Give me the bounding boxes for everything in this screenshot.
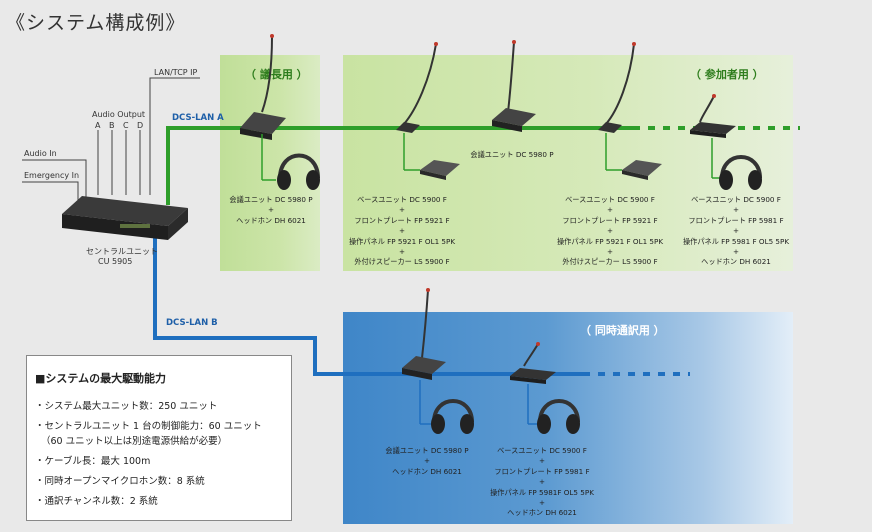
delegate-unit-3 — [690, 94, 736, 179]
lan-a-label: DCS-LAN A — [172, 113, 224, 123]
lan-b-label: DCS-LAN B — [166, 318, 218, 328]
channel-d-label: D — [137, 121, 144, 130]
channel-b-label: B — [109, 121, 115, 130]
headphone-icon-3 — [431, 399, 474, 434]
specs-box: ■システムの最大駆動能力 ・システム最大ユニット数：250 ユニット ・セントラ… — [26, 355, 292, 521]
delegate-unit-1 — [396, 42, 460, 180]
interpretation-zone-label: （ 同時通訳用 ） — [580, 324, 665, 337]
lan-tcpip-label: LAN/TCP IP — [154, 68, 198, 77]
interp-1-description: 会議ユニット DC 5980 P + ヘッドホン DH 6021 — [385, 446, 469, 476]
channel-a-label: A — [95, 121, 101, 130]
delegate-unit-2 — [598, 42, 662, 180]
interp-2-description: ベースユニット DC 5900 F + フロントプレート FP 5981 F +… — [490, 446, 594, 518]
central-unit-model: CU 5905 — [98, 257, 133, 266]
headphone-icon-2 — [719, 155, 762, 190]
page-title: 《システム構成例》 — [6, 12, 186, 34]
channel-c-label: C — [123, 121, 129, 130]
central-unit-name: セントラルユニット — [86, 247, 158, 256]
spec-item: ・ケーブル長：最大 100m — [35, 456, 151, 467]
delegate-2-description: ベースユニット DC 5900 F + フロントプレート FP 5921 F +… — [556, 195, 664, 267]
interpretation-conference-unit — [402, 288, 446, 425]
conference-unit-mid-description: 会議ユニット DC 5980 P — [470, 150, 554, 159]
chairman-zone — [220, 55, 320, 271]
spec-item: ・セントラルユニット 1 台の制御能力：60 ユニット — [35, 421, 262, 432]
spec-item: ・システム最大ユニット数：250 ユニット — [35, 401, 218, 412]
spec-item: （60 ユニット以上は別途電源供給が必要） — [41, 436, 228, 447]
central-cables — [22, 77, 200, 205]
chair-conference-unit — [240, 34, 286, 181]
emergency-in-label: Emergency In — [24, 171, 80, 180]
central-unit — [62, 196, 188, 240]
spec-item: ・通訳チャンネル数：2 系統 — [35, 496, 158, 507]
delegate-3-description: ベースユニット DC 5900 F + フロントプレート FP 5981 F +… — [682, 195, 790, 267]
participant-zone — [343, 55, 793, 271]
lan-a-line — [166, 126, 640, 205]
spec-item: ・同時オープンマイクロホン数：8 系統 — [35, 476, 205, 487]
specs-heading: ■システムの最大駆動能力 — [35, 372, 167, 385]
audio-output-label: Audio Output — [92, 110, 146, 119]
chair-unit-description: 会議ユニット DC 5980 P + ヘッドホン DH 6021 — [229, 195, 313, 225]
interpretation-delegate-unit — [510, 342, 556, 425]
conference-unit-mid — [492, 40, 536, 132]
chairman-zone-label: （ 議長用 ） — [245, 68, 308, 81]
headphone-icon-1 — [277, 153, 320, 190]
participant-zone-label: （ 参加者用 ） — [690, 68, 764, 81]
audio-in-label: Audio In — [24, 149, 57, 158]
delegate-1-description: ベースユニット DC 5900 F + フロントプレート FP 5921 F +… — [348, 195, 456, 267]
headphone-icon-4 — [537, 399, 580, 434]
